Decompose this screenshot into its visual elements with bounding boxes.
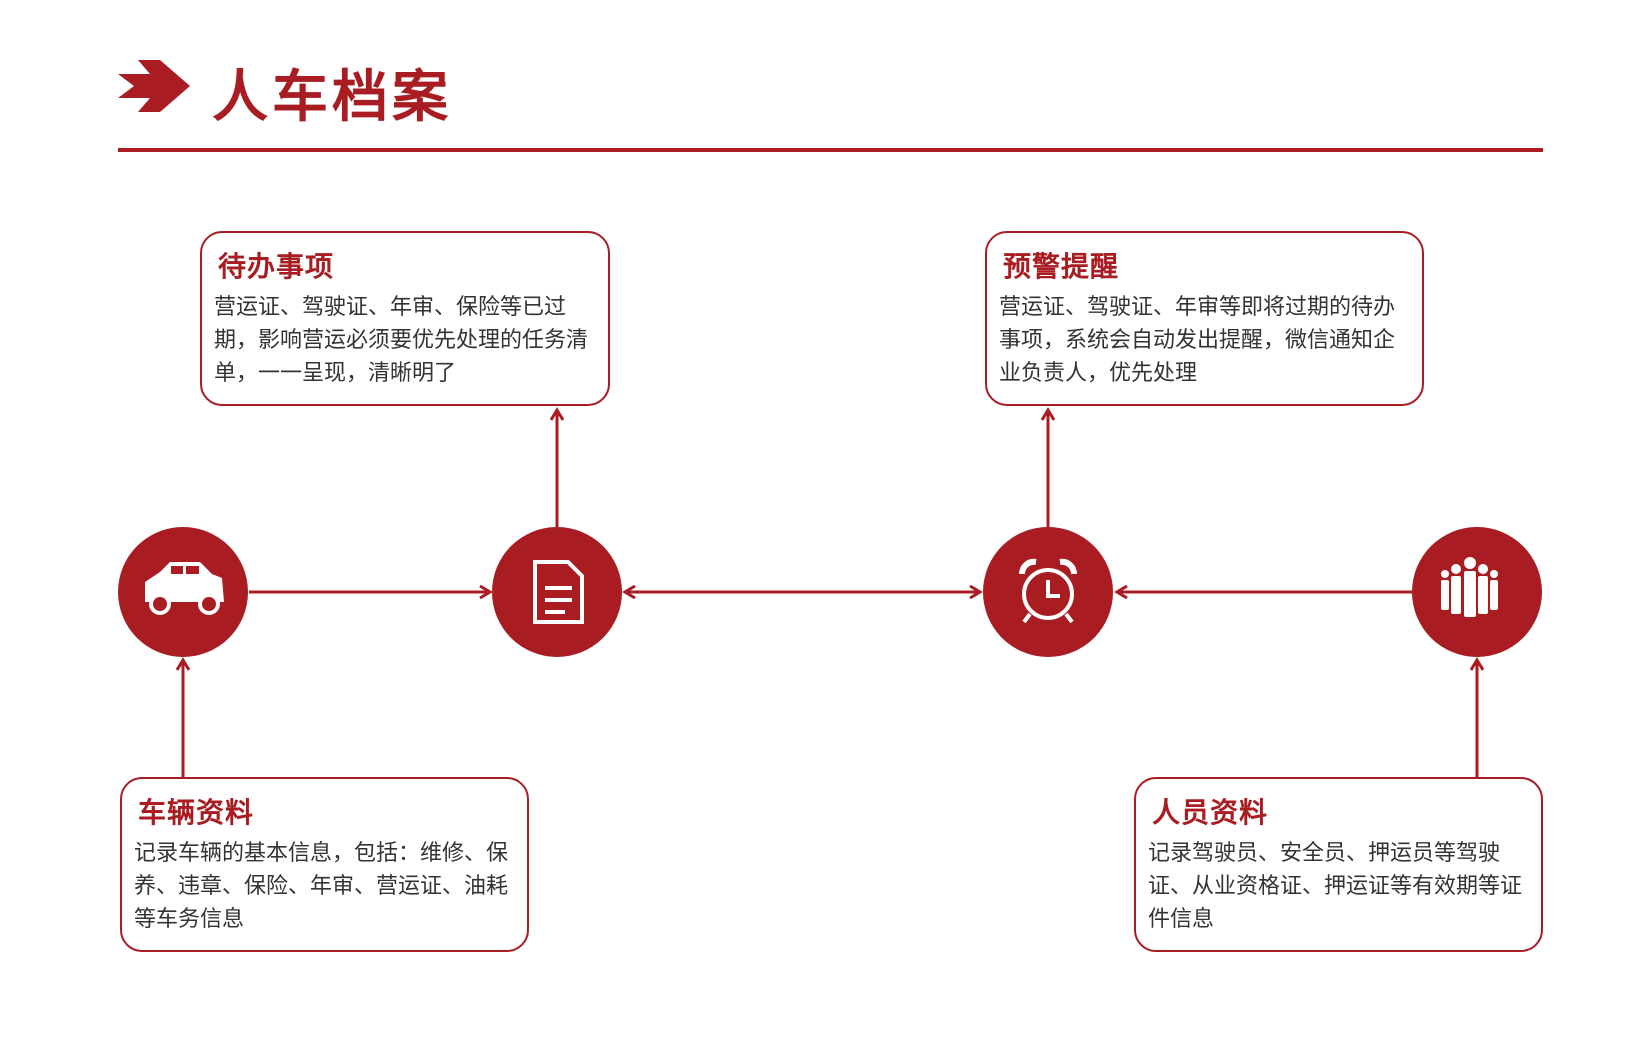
warning-box: 预警提醒 营运证、驾驶证、年审等即将过期的待办事项，系统会自动发出提醒，微信通知… <box>985 231 1424 406</box>
document-icon <box>533 560 584 624</box>
personnel-text: 记录驾驶员、安全员、押运员等驾驶证、从业资格证、押运证等有效期等证件信息 <box>1148 841 1523 932</box>
people-icon <box>1441 557 1498 617</box>
personnel-title: 人员资料 <box>1152 796 1269 829</box>
title-arrow-icon <box>118 60 190 112</box>
vehicle-text: 记录车辆的基本信息，包括：维修、保养、违章、保险、年审、营运证、油耗等车务信息 <box>134 841 509 932</box>
node-document <box>492 527 622 657</box>
car-icon <box>145 562 224 615</box>
alarm-clock-icon <box>1018 558 1078 624</box>
page-title: 人车档案 <box>212 65 452 130</box>
todo-title: 待办事项 <box>218 250 335 283</box>
node-car <box>118 527 248 657</box>
node-alarm <box>983 527 1113 657</box>
personnel-box: 人员资料 记录驾驶员、安全员、押运员等驾驶证、从业资格证、押运证等有效期等证件信… <box>1134 777 1543 952</box>
vehicle-box: 车辆资料 记录车辆的基本信息，包括：维修、保养、违章、保险、年审、营运证、油耗等… <box>120 777 529 952</box>
todo-box: 待办事项 营运证、驾驶证、年审、保险等已过期，影响营运必须要优先处理的任务清单，… <box>200 231 610 406</box>
node-people <box>1412 527 1542 657</box>
todo-text: 营运证、驾驶证、年审、保险等已过期，影响营运必须要优先处理的任务清单，一一呈现，… <box>214 295 589 386</box>
warning-text: 营运证、驾驶证、年审等即将过期的待办事项，系统会自动发出提醒，微信通知企业负责人… <box>999 295 1396 386</box>
warning-title: 预警提醒 <box>1003 250 1120 283</box>
vehicle-title: 车辆资料 <box>138 796 255 829</box>
